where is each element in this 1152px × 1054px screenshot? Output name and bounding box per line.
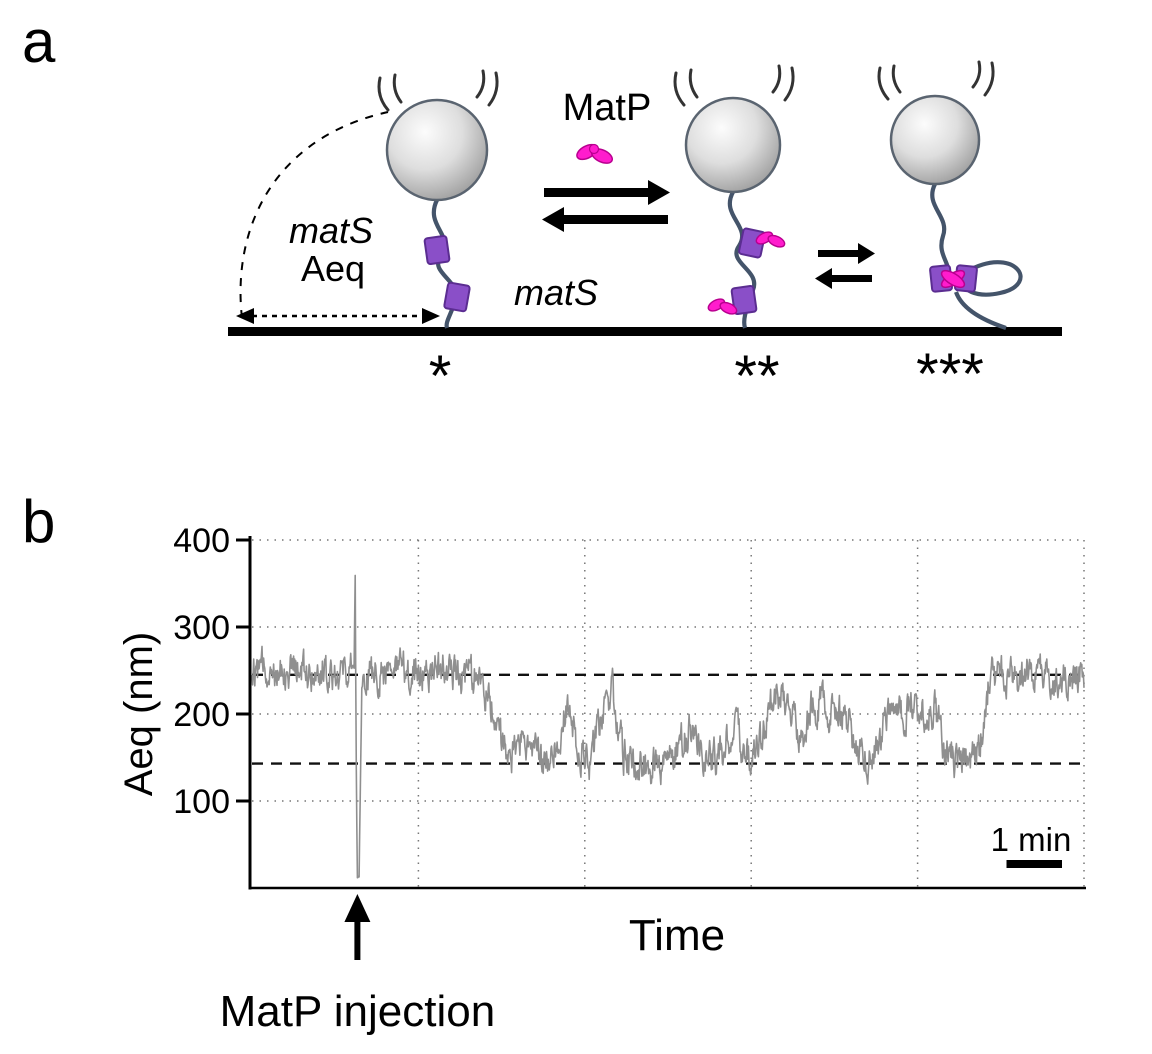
injection-label: MatP injection bbox=[220, 987, 496, 1036]
y-axis-label: Aeq (nm) bbox=[117, 632, 161, 797]
state-3-bead-dna-loop bbox=[877, 60, 1023, 330]
bead bbox=[385, 98, 489, 202]
state-3-mark: *** bbox=[916, 342, 984, 407]
aeq-extent-arrow bbox=[236, 308, 440, 324]
equilibrium-arrows-small bbox=[815, 243, 875, 289]
injection-arrowhead bbox=[344, 894, 371, 922]
state-1-mark: * bbox=[429, 344, 452, 409]
matp-label: MatP bbox=[563, 87, 652, 129]
scalebar-label: 1 min bbox=[991, 821, 1072, 858]
y-tick-100: 100 bbox=[173, 783, 230, 821]
dna-tether bbox=[431, 199, 459, 329]
state-2-bead-dna bbox=[673, 64, 795, 329]
y-tick-400: 400 bbox=[173, 522, 230, 560]
bead-motion-marks bbox=[673, 64, 795, 107]
panel-a-label: a bbox=[22, 8, 56, 75]
state-1-bead-dna bbox=[377, 69, 499, 329]
surface-line bbox=[228, 327, 1062, 336]
matp-protein-icon bbox=[755, 231, 786, 248]
panel-b-label: b bbox=[22, 488, 55, 555]
bead-excursion-arc bbox=[239, 111, 389, 319]
x-axis-label: Time bbox=[629, 911, 725, 960]
mats-site bbox=[423, 234, 451, 266]
mats-site bbox=[730, 284, 758, 316]
bead-motion-marks bbox=[877, 60, 995, 101]
mats-label-left: matS bbox=[289, 210, 373, 251]
bead-motion-marks bbox=[377, 69, 499, 112]
aeq-label: Aeq bbox=[301, 248, 365, 289]
dna-tether bbox=[930, 183, 951, 269]
dna-to-surface bbox=[954, 291, 1007, 330]
mats-label-mid: matS bbox=[514, 272, 598, 313]
matp-protein-icon bbox=[707, 298, 738, 315]
grid-lines bbox=[252, 539, 1085, 888]
y-tick-200: 200 bbox=[173, 696, 230, 734]
y-axis-ticks bbox=[236, 538, 250, 803]
matp-protein-icon bbox=[940, 269, 966, 289]
matp-protein-icon bbox=[576, 143, 614, 164]
panel-a-schematic: a matS Aeq matS * Ma bbox=[22, 8, 1062, 409]
scalebar bbox=[1006, 860, 1062, 868]
bead bbox=[684, 96, 782, 194]
panel-b-chart: b 400 300 200 100 A bbox=[22, 488, 1086, 1036]
bead bbox=[889, 94, 981, 186]
y-tick-300: 300 bbox=[173, 609, 230, 647]
mats-site bbox=[443, 281, 471, 313]
injection-marker: MatP injection bbox=[220, 894, 496, 1036]
equilibrium-arrows-large bbox=[542, 180, 670, 232]
state-2-mark: ** bbox=[734, 344, 779, 409]
dna-loop bbox=[964, 260, 1023, 297]
aeq-time-trace bbox=[251, 574, 1085, 879]
